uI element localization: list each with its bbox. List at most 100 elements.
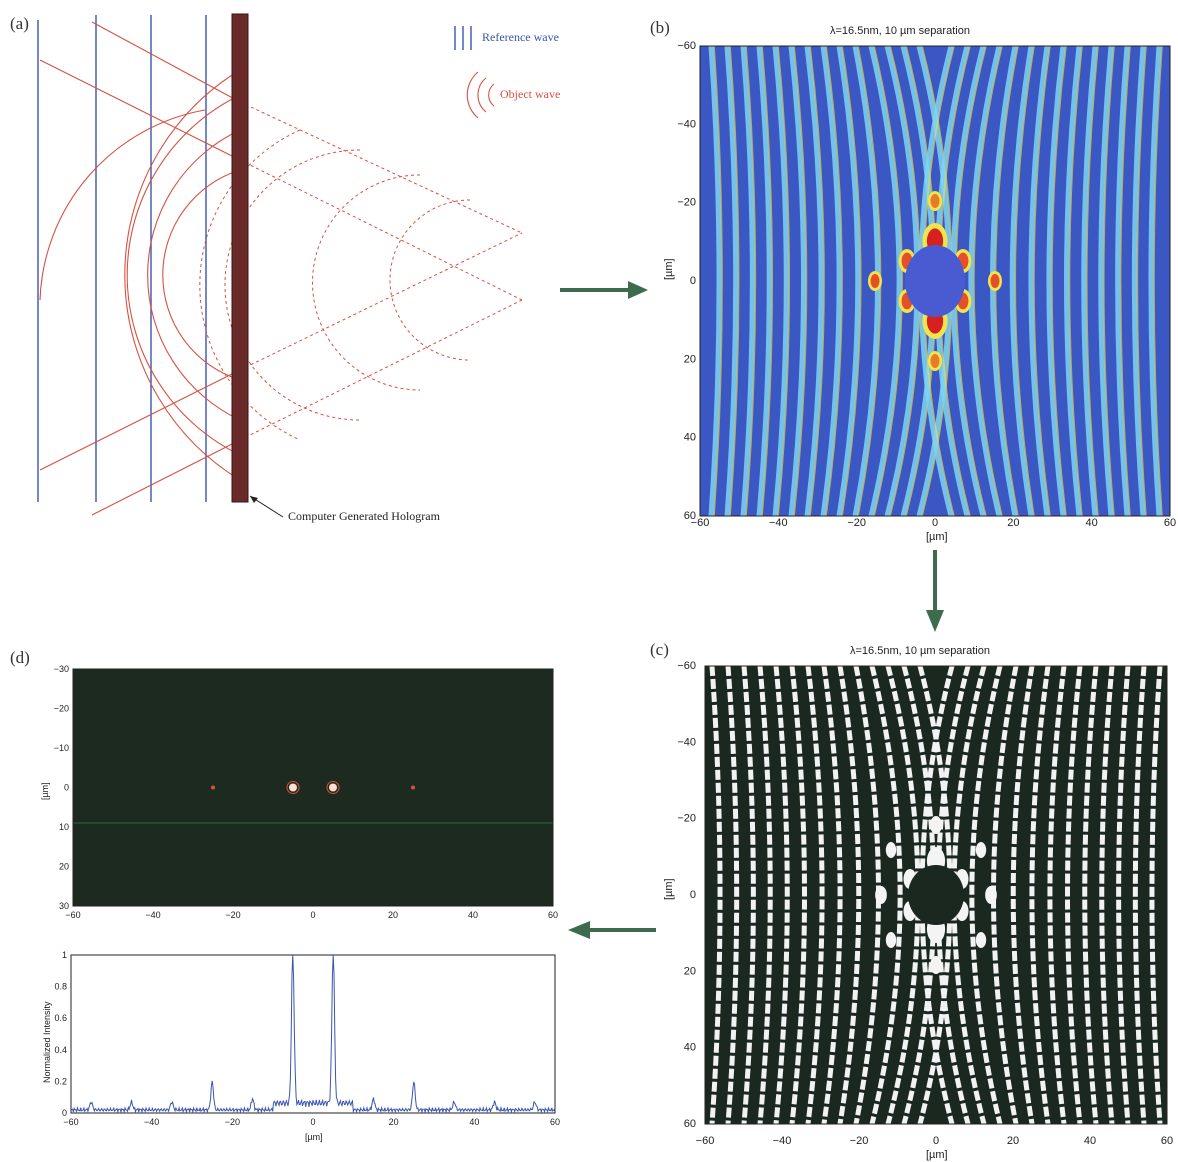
panel-d-bottom-xlabel: [µm] <box>305 1132 323 1142</box>
dt-yticks-label: 0 <box>64 783 69 793</box>
fringe <box>968 45 1002 517</box>
b-yticks-label: −40 <box>677 118 696 130</box>
fringe <box>1064 45 1082 517</box>
spot-halo <box>286 781 300 794</box>
fringe-highlight <box>761 45 774 517</box>
fringe <box>1046 45 1066 517</box>
binary-fringe <box>1082 665 1099 1125</box>
panel-c-plot <box>704 665 1168 1125</box>
b-yticks-label: −60 <box>677 40 696 52</box>
fringe-highlight <box>873 45 903 517</box>
b-yticks-label: 0 <box>690 275 696 287</box>
spot-halo <box>326 781 340 794</box>
center-void <box>905 245 965 317</box>
fringe-highlight <box>1136 45 1147 517</box>
binary-fringe <box>1149 665 1163 1125</box>
dt-xticks-label: −60 <box>65 910 80 920</box>
binary-fringe <box>709 665 723 1125</box>
fringe-highlight <box>745 45 757 517</box>
dt-xticks-label: 40 <box>468 910 478 920</box>
b-xticks-label: 60 <box>1164 517 1176 529</box>
panel-b-ylabel: [µm] <box>663 258 675 280</box>
panel-c-fringes <box>709 665 1163 1125</box>
panel-a-label: (a) <box>10 14 29 33</box>
fringe-highlight <box>713 45 723 517</box>
panel-b-fringes <box>708 45 1163 517</box>
fringe-highlight <box>729 45 740 517</box>
dt-yticks-label: −10 <box>54 743 69 753</box>
c-xticks-label: 0 <box>933 1135 939 1147</box>
dt-xticks-label: 0 <box>310 910 315 920</box>
binary-spot <box>930 816 942 834</box>
b-yticks-label: 20 <box>684 353 696 365</box>
panel-c-ylabel: [µm] <box>663 878 675 900</box>
binary-fringe <box>837 665 862 1125</box>
fringe-highlight <box>973 45 1003 517</box>
c-xticks-label: 20 <box>1007 1135 1019 1147</box>
c-xticks-label: 60 <box>1161 1135 1173 1147</box>
binary-fringe <box>917 665 953 1125</box>
panel-d-bottom-frame <box>70 954 556 1114</box>
binary-fringe <box>757 665 773 1125</box>
b-xticks-label: 0 <box>932 517 938 529</box>
binary-fringe <box>789 665 807 1125</box>
db-yticks-label: 0.4 <box>54 1045 67 1055</box>
db-xticks-label: 20 <box>389 1117 399 1127</box>
object-wave-arcs <box>39 69 241 481</box>
fringe-highlight <box>1051 45 1067 517</box>
binary-fringe <box>1132 665 1147 1125</box>
fringe <box>836 45 861 517</box>
b-yticks-label: 40 <box>684 432 696 444</box>
dt-yticks-label: 10 <box>59 822 69 832</box>
db-xticks-label: 0 <box>310 1117 315 1127</box>
fringe-highlight <box>777 45 791 517</box>
binary-fringe <box>901 665 937 1125</box>
panel-c-title: λ=16.5nm, 10 µm separation <box>850 645 990 657</box>
reconstruction-spot <box>289 783 297 792</box>
db-xticks-label: −40 <box>144 1117 159 1127</box>
dt-yticks-label: −30 <box>54 664 69 674</box>
fringe-highlight <box>1153 45 1163 517</box>
fringe-highlight <box>793 45 808 517</box>
panel-d-bottom-plot <box>70 954 556 1114</box>
dt-xticks-label: 60 <box>548 910 558 920</box>
binary-spot <box>885 932 897 948</box>
panel-d-top-frame <box>72 668 554 907</box>
c-yticks-label: 60 <box>684 1118 696 1130</box>
dt-xticks-label: 20 <box>388 910 398 920</box>
c-xticks-label: −40 <box>773 1135 792 1147</box>
fringe-spot <box>990 274 1000 288</box>
binary-spot <box>875 886 887 904</box>
fringe-spot <box>930 354 940 368</box>
fringe-highlight <box>841 45 862 517</box>
arrow-c-to-d <box>568 921 656 939</box>
fringe <box>804 45 824 517</box>
dt-yticks-label: 30 <box>59 901 69 911</box>
binary-fringe <box>885 665 921 1125</box>
binary-fringe <box>773 665 790 1125</box>
fringe-spot <box>870 274 880 288</box>
panel-b-frame <box>699 45 1171 517</box>
binary-spot <box>930 956 942 974</box>
c-yticks-label: −60 <box>677 660 696 672</box>
binary-fringe <box>741 665 756 1125</box>
binary-spot <box>975 932 987 948</box>
dt-yticks-label: −20 <box>54 704 69 714</box>
dt-yticks-label: 20 <box>59 862 69 872</box>
b-xticks-label: −20 <box>847 517 866 529</box>
panel-b-plot <box>699 45 1171 517</box>
db-yticks-label: 0.8 <box>54 982 67 992</box>
db-yticks-label: 0.2 <box>54 1076 67 1086</box>
b-xticks-label: −60 <box>691 517 710 529</box>
fringe-highlight <box>809 45 825 517</box>
fringe-spot <box>930 194 940 208</box>
fringe-highlight <box>1033 45 1051 517</box>
panel-c-label: (c) <box>650 640 669 659</box>
